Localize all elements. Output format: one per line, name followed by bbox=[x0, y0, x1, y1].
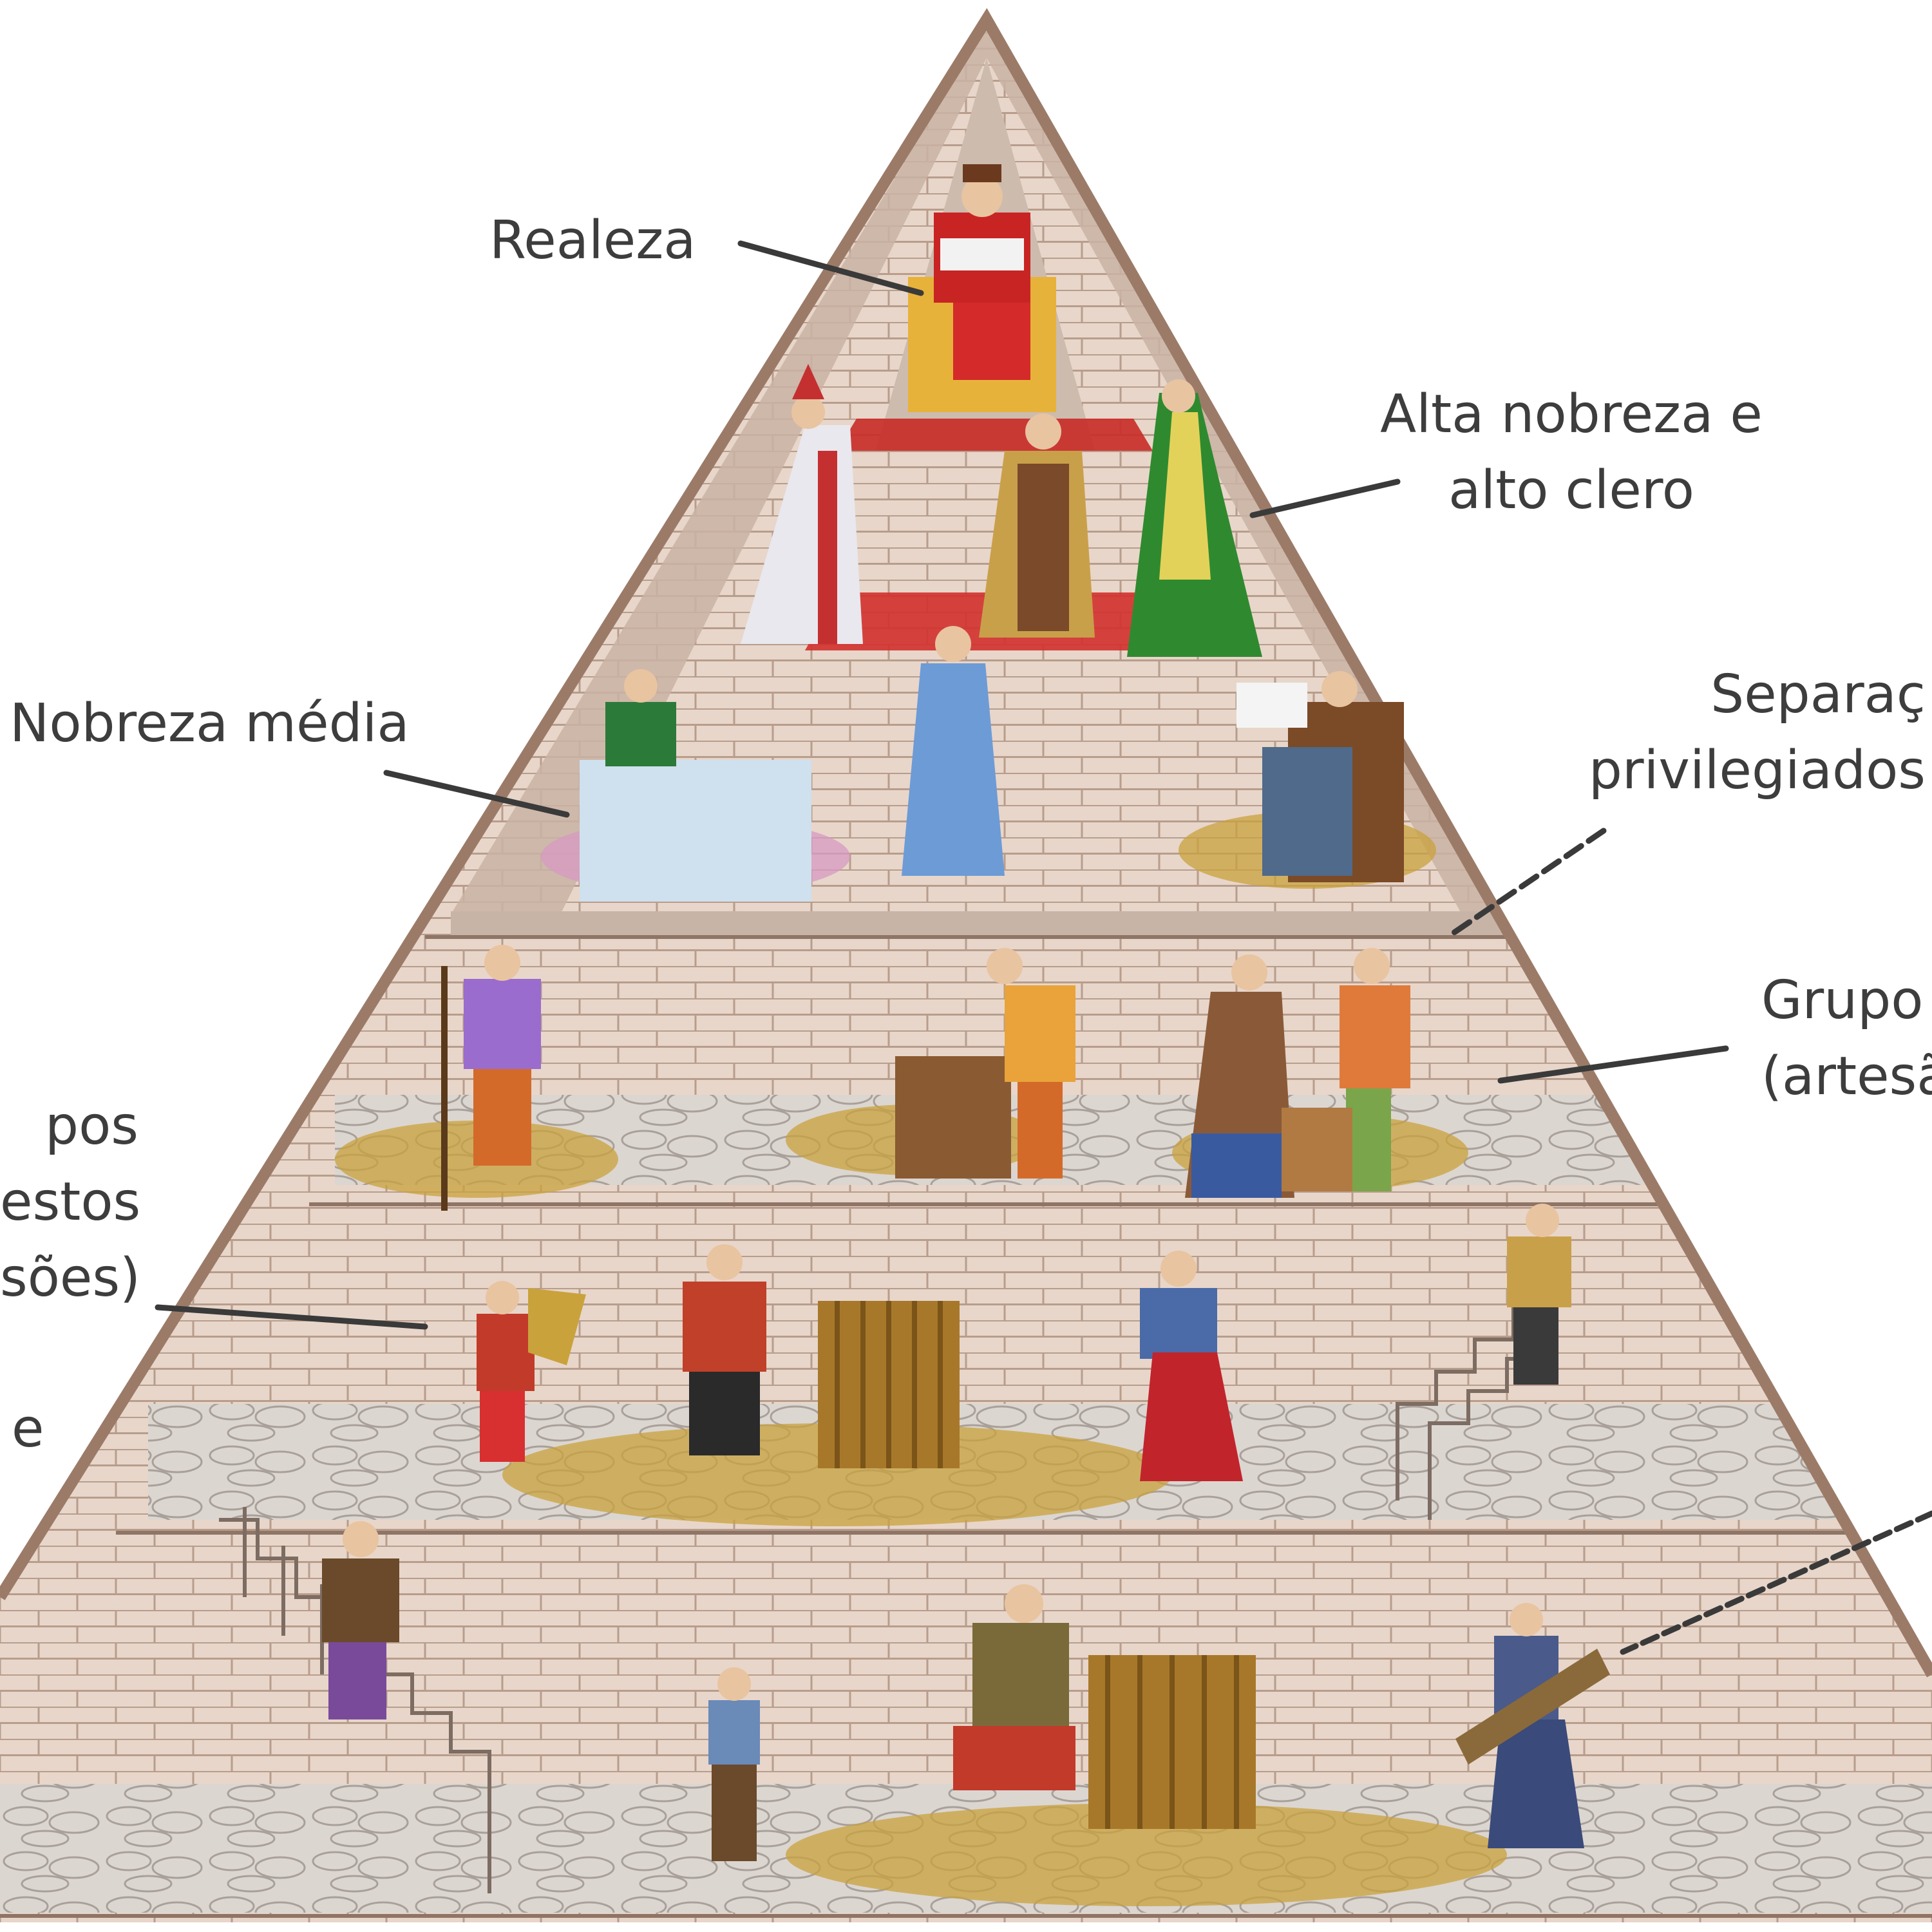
figure-worker-bottom bbox=[953, 1584, 1256, 1829]
leader-line-grupos-esquerda bbox=[155, 1304, 428, 1330]
figure-wheat-carrier bbox=[477, 1281, 586, 1462]
leader-line-alta-nobreza bbox=[1249, 478, 1401, 518]
leader-line-bottom-right bbox=[1620, 1510, 1932, 1655]
label-separacao-privilegiados: Separaç privilegiados bbox=[1588, 664, 1926, 801]
label-grupos-esquerda: pos estos sões) bbox=[0, 1095, 141, 1309]
figure-bishop bbox=[741, 364, 863, 644]
figure-merchants bbox=[1185, 948, 1410, 1198]
figure-cleric-green bbox=[1127, 379, 1262, 657]
leader-line-realeza bbox=[737, 240, 924, 296]
leader-line-separacao bbox=[1449, 828, 1607, 937]
figure-wood-carrier bbox=[1455, 1603, 1610, 1848]
label-grupo-artesaos: Grupo (artesã bbox=[1761, 970, 1932, 1107]
leader-line-grupo-direita bbox=[1497, 1045, 1729, 1084]
figure-farmer bbox=[683, 1244, 766, 1455]
label-alta-nobreza-alto-clero: Alta nobreza e alto clero bbox=[1380, 384, 1763, 521]
leader-line-nobreza-media bbox=[383, 770, 570, 818]
figure-fence-mid bbox=[818, 1301, 960, 1468]
figure-climber-right bbox=[1507, 1204, 1571, 1385]
figure-noble-blue bbox=[902, 626, 1005, 876]
label-e-fragment: e bbox=[12, 1398, 44, 1459]
figure-reader bbox=[1236, 671, 1404, 882]
figure-noble-center bbox=[979, 413, 1095, 638]
figure-child bbox=[708, 1667, 760, 1861]
label-nobreza-media: Nobreza média bbox=[10, 693, 410, 754]
label-realeza: Realeza bbox=[489, 210, 696, 271]
pyramid-outline bbox=[0, 8, 1932, 1678]
figure-king bbox=[908, 164, 1056, 412]
figure-noble-table bbox=[580, 669, 811, 902]
figure-craftsman-chair bbox=[895, 948, 1075, 1179]
figure-climber-left bbox=[322, 1521, 399, 1719]
leader-lines bbox=[155, 240, 1932, 1655]
figure-woman-red bbox=[1140, 1251, 1243, 1481]
figure-peasant-purple bbox=[441, 945, 541, 1211]
